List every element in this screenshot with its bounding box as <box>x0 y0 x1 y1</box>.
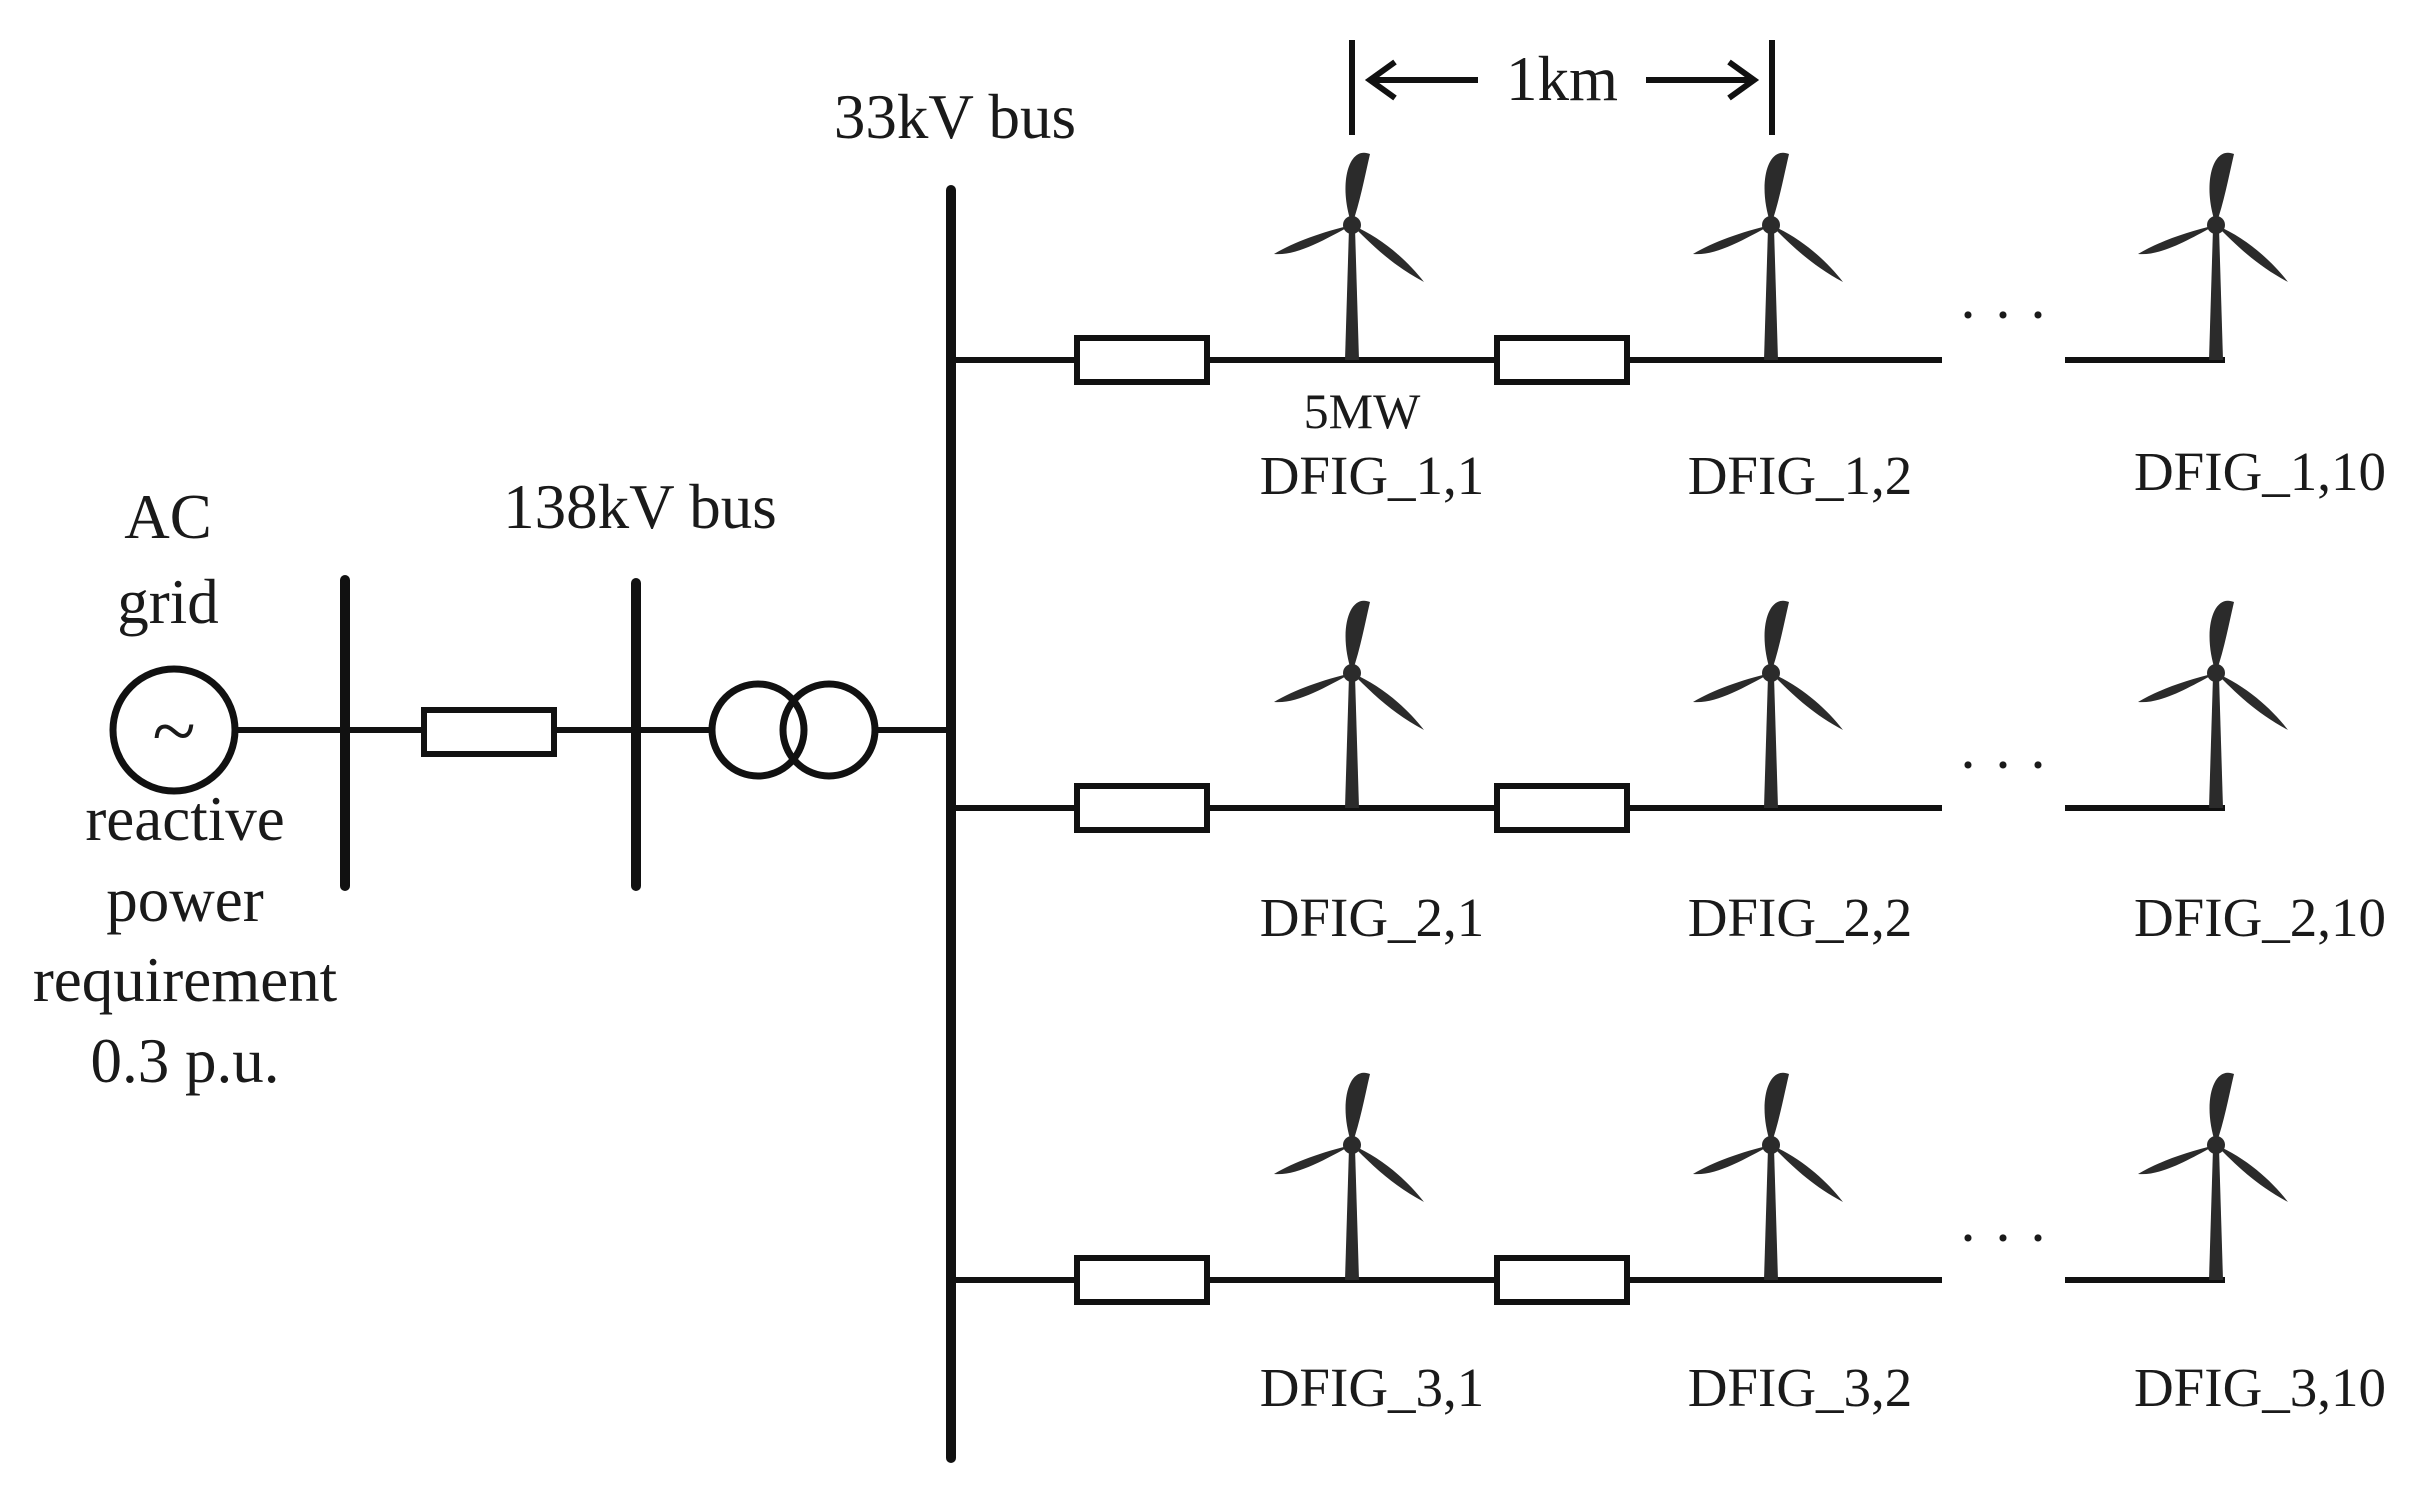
bus-138kv-label: 138kV bus <box>503 472 777 542</box>
wind-turbine-icon <box>2138 600 2288 808</box>
turbine-rating-label: 5MW <box>1304 383 1421 439</box>
distance-marker: 1km <box>1349 40 1775 135</box>
distance-label: 1km <box>1506 44 1618 114</box>
turbine-label: DFIG_2,2 <box>1688 887 1913 948</box>
bus-33kv-label: 33kV bus <box>834 82 1076 152</box>
transformer-icon <box>708 680 879 780</box>
turbine-label: DFIG_2,1 <box>1260 887 1485 948</box>
wind-turbine-icon <box>1274 152 1424 360</box>
ac-source-icon: ~ <box>109 665 239 795</box>
cable-impedance <box>1494 1255 1630 1305</box>
wind-turbine-icon <box>1693 1072 1843 1280</box>
turbine-label: DFIG_3,2 <box>1688 1357 1913 1418</box>
reactive-label-line3: requirement <box>33 945 338 1015</box>
cable-impedance <box>1074 335 1210 385</box>
feeder-1: · · · 5MW DFIG_1,1 DFIG_1,2 DFIG_1,10 <box>951 152 2386 506</box>
ac-symbol: ~ <box>152 688 195 776</box>
reactive-label-line1: reactive <box>85 784 284 854</box>
turbine-label: DFIG_1,2 <box>1688 445 1913 506</box>
reactive-label-line2: power <box>106 865 263 935</box>
cable-impedance <box>1494 335 1630 385</box>
ac-grid-label-line2: grid <box>117 567 218 637</box>
turbine-label: DFIG_1,10 <box>2134 441 2386 502</box>
wind-turbine-icon <box>1274 1072 1424 1280</box>
feeder-ellipsis: · · · <box>1958 1205 2048 1271</box>
turbine-label: DFIG_3,1 <box>1260 1357 1485 1418</box>
wind-turbine-icon <box>1274 600 1424 808</box>
reactive-label-line4: 0.3 p.u. <box>91 1026 280 1096</box>
wind-turbine-icon <box>1693 600 1843 808</box>
feeder-ellipsis: · · · <box>1958 282 2048 348</box>
wind-turbine-icon <box>2138 1072 2288 1280</box>
cable-impedance <box>1074 783 1210 833</box>
feeder-2: · · · DFIG_2,1 DFIG_2,2 DFIG_2,10 <box>951 600 2386 948</box>
turbine-label: DFIG_1,1 <box>1260 445 1485 506</box>
ac-grid-label-line1: AC <box>124 482 212 552</box>
feeder-ellipsis: · · · <box>1958 732 2048 798</box>
turbine-label: DFIG_2,10 <box>2134 887 2386 948</box>
cable-impedance <box>1074 1255 1210 1305</box>
line-impedance <box>421 707 557 757</box>
feeder-3: · · · DFIG_3,1 DFIG_3,2 DFIG_3,10 <box>951 1072 2386 1418</box>
cable-impedance <box>1494 783 1630 833</box>
turbine-label: DFIG_3,10 <box>2134 1357 2386 1418</box>
wind-turbine-icon <box>1693 152 1843 360</box>
wind-turbine-icon <box>2138 152 2288 360</box>
